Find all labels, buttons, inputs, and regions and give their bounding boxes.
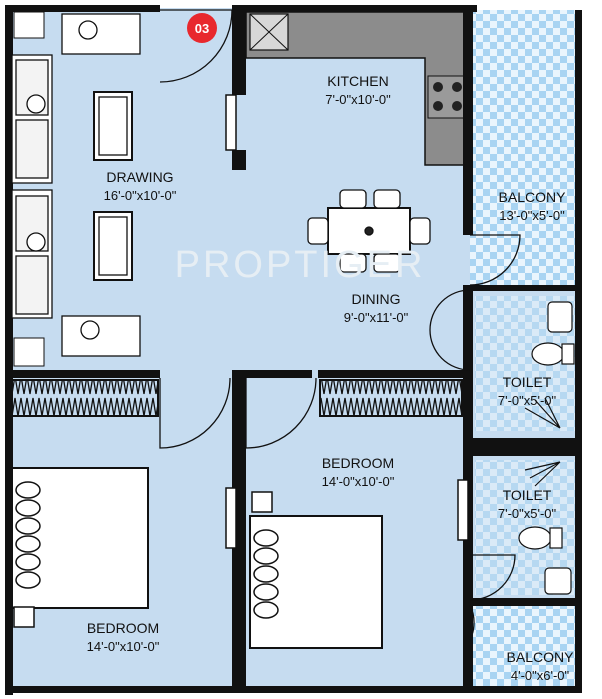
wardrobe-bedroom-1 (11, 379, 159, 417)
wc-icon (518, 526, 552, 550)
bedroom-1-name: BEDROOM (87, 620, 159, 636)
person-icons (26, 20, 100, 340)
balcony-1-tiles (470, 10, 582, 290)
drawing-name: DRAWING (106, 169, 173, 185)
wash-basin-icon (544, 567, 572, 595)
balcony-2-name: BALCONY (507, 649, 575, 665)
dining-size: 9'-0"x11'-0" (344, 310, 409, 325)
dining-name: DINING (352, 291, 401, 307)
toilet-2-size: 7'-0"x5'-0" (498, 506, 557, 521)
beds (11, 467, 383, 649)
coffee-table-lower (93, 211, 133, 281)
toilet-1-name: TOILET (503, 374, 552, 390)
bedroom-1-size: 14'-0"x10'-0" (87, 639, 160, 654)
doors (159, 9, 521, 641)
shower-icon (524, 461, 561, 487)
dining-table-set (307, 189, 431, 273)
toilet-2-name: TOILET (503, 487, 552, 503)
bedroom-2-size: 14'-0"x10'-0" (322, 474, 395, 489)
toilet-1-size: 7'-0"x5'-0" (498, 393, 557, 408)
shower-icon (524, 397, 561, 429)
unit-badge-label: 03 (195, 21, 209, 36)
watermark-text: PROPTIGER (175, 244, 426, 286)
windows (13, 11, 469, 549)
balcony-1-name: BALCONY (499, 189, 567, 205)
bedroom-1-door (159, 377, 231, 449)
balcony-2-size: 4'-0"x6'-0" (511, 668, 570, 683)
bedroom-2-door (245, 377, 317, 449)
balcony-1-size: 13'-0"x5'-0" (499, 208, 565, 223)
balcony-2-door (469, 604, 475, 641)
drawing-furniture (11, 13, 141, 357)
armchair-top (61, 13, 141, 55)
entry-door (159, 9, 233, 83)
drawing-size: 16'-0"x10'-0" (104, 188, 177, 203)
toilet-2-door (469, 554, 516, 601)
armchair-bottom (61, 315, 141, 357)
unit-badge: 03 (187, 13, 217, 43)
balcony-door (469, 234, 521, 286)
kitchen-size: 7'-0"x10'-0" (325, 92, 391, 107)
wardrobes (11, 379, 463, 417)
side-table-icon (251, 491, 273, 513)
wc-icon (531, 342, 565, 366)
toilet-fixtures (518, 301, 575, 595)
kitchen-name: KITCHEN (327, 73, 388, 89)
toilet-1-door (429, 289, 471, 371)
wash-basin-icon (547, 301, 573, 333)
balcony-2-tiles (470, 600, 582, 688)
room-labels: KITCHEN 7'-0"x10'-0" DRAWING 16'-0"x10'-… (87, 73, 574, 683)
side-table-icon (13, 606, 35, 628)
bedroom-2-name: BEDROOM (322, 455, 394, 471)
stove-icon (427, 75, 469, 119)
wardrobe-bedroom-2 (319, 379, 463, 417)
coffee-table-upper (93, 91, 133, 161)
